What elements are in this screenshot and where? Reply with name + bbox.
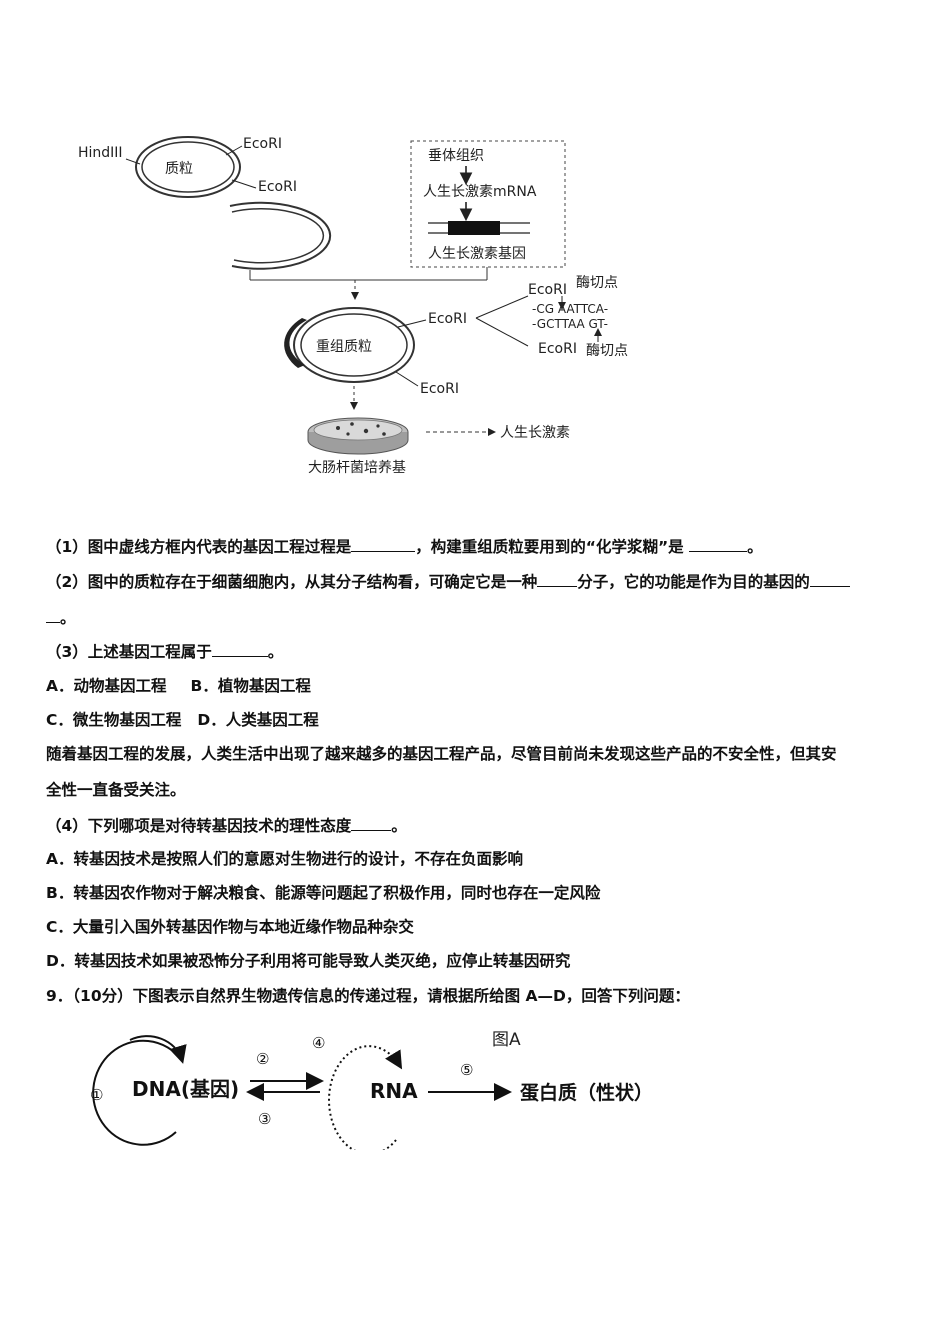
q3-options-row-1: A．动物基因工程 B．植物基因工程 [46, 676, 311, 696]
cut-site-pointers [475, 295, 529, 347]
num-3: ③ [258, 1110, 271, 1128]
q4-option-c[interactable]: C．大量引入国外转基因作物与本地近缘作物品种杂交 [46, 917, 414, 937]
join-lines [249, 267, 488, 300]
q1-text-c: 。 [747, 538, 763, 556]
recombinant-label: 重组质粒 [316, 339, 372, 355]
product-label: 人生长激素 [500, 424, 570, 441]
q1-blank-2[interactable] [689, 536, 748, 552]
q3-text: （3）上述基因工程属于 [46, 643, 212, 661]
paragraph-text-1: 随着基因工程的发展，人类生活中出现了越来越多的基因工程产品，尽管目前尚未发现这些… [46, 745, 837, 763]
gene-bar [428, 221, 530, 235]
dashed-process-box [410, 140, 566, 268]
num-2: ② [256, 1050, 269, 1068]
hindiii-label: HindIII [78, 145, 123, 161]
cut-bottom-ecori: EcoRI [538, 341, 577, 357]
petri-dish [307, 417, 409, 455]
box-mrna: 人生长激素mRNA [423, 183, 537, 200]
box-tissue: 垂体组织 [428, 148, 484, 164]
dish-label: 大肠杆菌培养基 [308, 459, 406, 476]
hindiii-pointer [125, 158, 141, 165]
question-9: 9．（10分）下图表示自然界生物遗传信息的传递过程，请根据所给图 A—D，回答下… [46, 986, 690, 1006]
question-3: （3）上述基因工程属于 。 [46, 641, 283, 662]
recombinant-plasmid [284, 307, 415, 383]
q4-option-a-text: A．转基因技术是按照人们的意愿对生物进行的设计，不存在负面影响 [46, 850, 523, 868]
q4-option-b[interactable]: B．转基因农作物对于解决粮食、能源等问题起了积极作用，同时也存在一定风险 [46, 883, 600, 903]
genetic-engineering-diagram: 质粒 HindIII EcoRI EcoRI 垂体组织 人生长激素mRNA 人生… [78, 136, 628, 476]
recomb-ecori-right-pointer [397, 319, 427, 328]
num-4: ④ [312, 1034, 325, 1052]
cut-top-label: 酶切点 [576, 275, 618, 291]
rna-label: RNA [370, 1079, 418, 1103]
central-dogma-diagram: 图A ① DNA(基因) ② ③ ④ RNA ⑤ 蛋白质（性状） [90, 1030, 653, 1150]
paragraph-line-2: 全性一直备受关注。 [46, 780, 186, 800]
q9-text: 9．（10分）下图表示自然界生物遗传信息的传递过程，请根据所给图 A—D，回答下… [46, 987, 690, 1005]
question-1: （1）图中虚线方框内代表的基因工程过程是 ，构建重组质粒要用到的“化学浆糊”是 。 [46, 536, 763, 557]
q2-blank-2[interactable] [809, 571, 850, 587]
recomb-ecori-bottom: EcoRI [420, 381, 459, 397]
question-4: （4）下列哪项是对待转基因技术的理性态度 。 [46, 815, 407, 836]
q4-end: 。 [391, 817, 407, 835]
q2-text-a: （2）图中的质粒存在于细菌细胞内，从其分子结构看，可确定它是一种 [46, 573, 538, 591]
q3-option-b[interactable]: B．植物基因工程 [190, 677, 311, 695]
q4-option-d[interactable]: D．转基因技术如果被恐怖分子利用将可能导致人类灭绝，应停止转基因研究 [46, 951, 570, 971]
q4-blank[interactable] [351, 815, 392, 831]
plasmid-label: 质粒 [165, 161, 193, 177]
q4-option-d-text: D．转基因技术如果被恐怖分子利用将可能导致人类灭绝，应停止转基因研究 [46, 952, 571, 970]
paragraph-line-1: 随着基因工程的发展，人类生活中出现了越来越多的基因工程产品，尽管目前尚未发现这些… [46, 744, 837, 764]
replication-loop [92, 1039, 183, 1146]
ecori-mid-pointer [231, 179, 257, 189]
ecori-top-pointer [225, 145, 243, 156]
q2-text-c: 。 [60, 609, 76, 627]
seq-bottom: -GCTTAA GT- [532, 317, 608, 331]
cut-bottom-label: 酶切点 [586, 343, 628, 359]
q1-text-b: ，构建重组质粒要用到的“化学浆糊”是 [415, 538, 690, 556]
recomb-ecori-bottom-pointer [395, 371, 419, 387]
q1-text-a: （1）图中虚线方框内代表的基因工程过程是 [46, 538, 352, 556]
q3-option-a[interactable]: A．动物基因工程 [46, 677, 167, 695]
q3-option-d[interactable]: D．人类基因工程 [197, 711, 319, 729]
figure-a-title: 图A [492, 1030, 521, 1050]
q2-blank-2-cont[interactable] [46, 607, 60, 623]
cut-plasmid-arc [229, 201, 332, 270]
num-1: ① [90, 1086, 103, 1104]
box-gene: 人生长激素基因 [428, 245, 526, 262]
seq-top: -CG AATTCA- [532, 302, 608, 316]
recomb-ecori-right: EcoRI [428, 311, 467, 327]
q3-options-row-2: C．微生物基因工程 D．人类基因工程 [46, 710, 319, 730]
q3-end: 。 [267, 643, 284, 661]
q4-text: （4）下列哪项是对待转基因技术的理性态度 [46, 817, 352, 835]
rna-replication-loop [328, 1045, 403, 1150]
dna-label: DNA(基因) [132, 1077, 239, 1101]
q2-text-b: 分子，它的功能是作为目的基因的 [577, 573, 810, 591]
q1-blank-1[interactable] [351, 536, 416, 552]
num-5: ⑤ [460, 1061, 473, 1079]
ecori-mid-label: EcoRI [258, 179, 297, 195]
q4-option-a[interactable]: A．转基因技术是按照人们的意愿对生物进行的设计，不存在负面影响 [46, 849, 523, 869]
q4-option-b-text: B．转基因农作物对于解决粮食、能源等问题起了积极作用，同时也存在一定风险 [46, 884, 601, 902]
q3-option-c[interactable]: C．微生物基因工程 [46, 711, 182, 729]
question-2-line-1: （2）图中的质粒存在于细菌细胞内，从其分子结构看，可确定它是一种 分子，它的功能是… [46, 571, 850, 592]
q4-option-c-text: C．大量引入国外转基因作物与本地近缘作物品种杂交 [46, 918, 414, 936]
ecori-top-label: EcoRI [243, 136, 282, 152]
cut-top-ecori: EcoRI [528, 282, 567, 298]
protein-label: 蛋白质（性状） [520, 1081, 653, 1104]
question-2-line-2: 。 [46, 607, 76, 628]
q3-blank[interactable] [211, 641, 268, 657]
q2-blank-1[interactable] [537, 571, 578, 587]
paragraph-text-2: 全性一直备受关注。 [46, 781, 186, 799]
plasmid [135, 136, 241, 198]
